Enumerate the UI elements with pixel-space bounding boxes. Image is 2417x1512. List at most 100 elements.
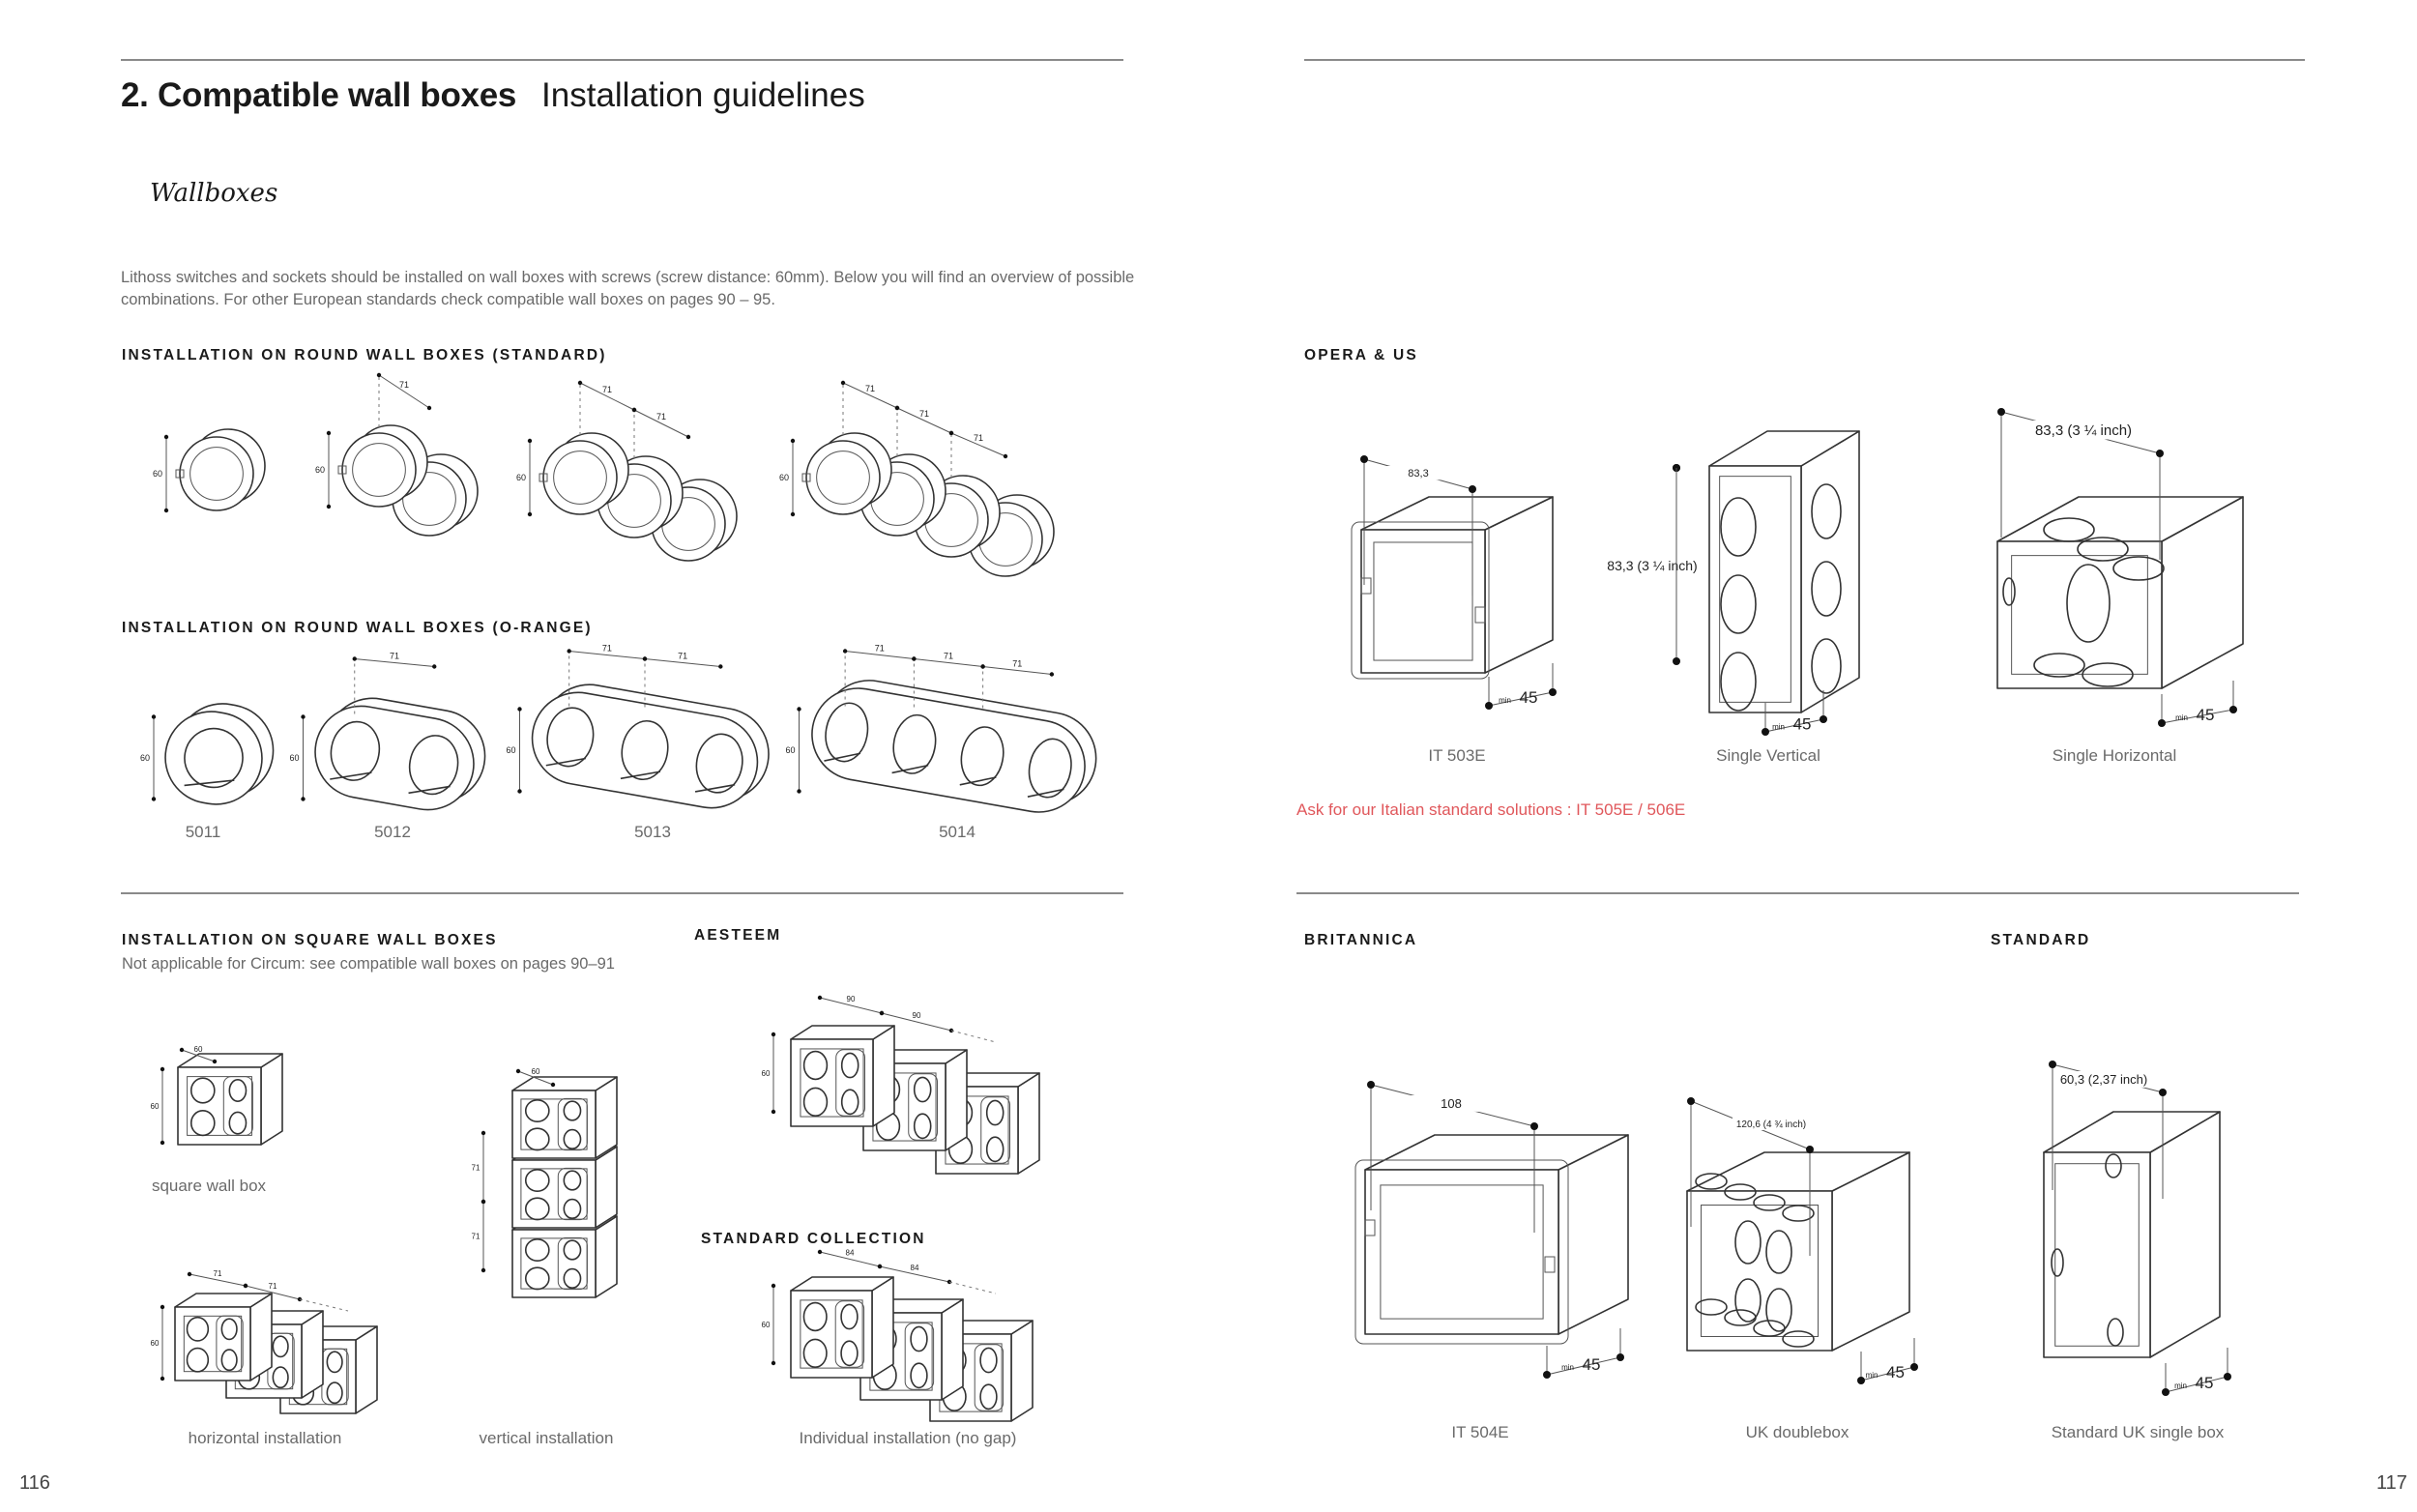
- dimension-dot: [797, 707, 801, 712]
- dimension-label: 60: [315, 465, 325, 475]
- dimension-line: [620, 771, 661, 780]
- orange-box-front: [314, 705, 475, 811]
- width-dimension-label: 83,3: [1408, 468, 1428, 480]
- dimension-line: [189, 1273, 247, 1287]
- dimension-dot: [879, 1010, 885, 1016]
- knockout-hole: [563, 1100, 582, 1121]
- dimension-dot: [163, 434, 169, 440]
- side-knockout: [557, 1097, 588, 1151]
- knockout-hole: [840, 1340, 859, 1367]
- inner-opening: [695, 733, 743, 794]
- heading-britannica: BRITANNICA: [1304, 932, 1418, 948]
- caption-horizontal-installation: horizontal installation: [188, 1429, 342, 1447]
- dimension-label: 71: [399, 380, 409, 390]
- dimension-dot: [1469, 485, 1476, 493]
- dimension-line: [354, 658, 435, 667]
- dimension-dot: [301, 714, 306, 719]
- dimension-label: 71: [390, 652, 399, 661]
- dimension-dot: [517, 707, 522, 712]
- dimension-label: 60: [140, 753, 150, 763]
- knockout-hole: [2105, 1153, 2122, 1178]
- dimension-line: [408, 785, 451, 795]
- dimension-label: 71: [602, 644, 612, 654]
- side-knockout: [904, 1323, 935, 1390]
- knockout-hole: [840, 1089, 859, 1116]
- box-side: [945, 1049, 968, 1151]
- knockout-hole: [1765, 1288, 1792, 1332]
- knockout-hole: [186, 1347, 210, 1373]
- width-dimension-label: 83,3 (3 ¼ inch): [1607, 558, 1697, 573]
- dimension-dot: [2162, 1388, 2169, 1396]
- dimension-line: [184, 779, 235, 787]
- screw-ear: [539, 473, 548, 482]
- dimension-dot: [527, 438, 533, 444]
- dimension-line: [1764, 718, 1824, 733]
- dimension-line: [842, 382, 898, 409]
- dimension-dot: [840, 380, 846, 386]
- knockout-hole: [840, 1052, 859, 1079]
- orange-box-front: [531, 691, 759, 809]
- knockout-hole: [802, 1050, 829, 1081]
- dimension-dot: [326, 430, 332, 436]
- caption-individual-installation: Individual installation (no gap): [799, 1429, 1017, 1447]
- knockout-hole: [913, 1076, 932, 1103]
- italian-standard-note: Ask for our Italian standard solutions :…: [1296, 800, 1686, 819]
- top-rule-right: [1304, 59, 2305, 61]
- caption-square-wall-box: square wall box: [151, 1177, 267, 1195]
- knockout-hole: [524, 1099, 550, 1123]
- dimension-dot: [515, 1068, 521, 1074]
- dimension-line: [579, 382, 635, 411]
- box-inner-edge: [187, 1076, 252, 1136]
- dimension-line: [517, 1070, 554, 1086]
- heading-round-orange: INSTALLATION ON ROUND WALL BOXES (O-RANG…: [122, 620, 593, 636]
- dimension-label: 90: [913, 1011, 921, 1020]
- dimension-dot: [517, 789, 522, 794]
- dimension-label: 60: [153, 469, 162, 479]
- side-knockout: [222, 1076, 253, 1136]
- box-inner-edge: [2054, 1163, 2140, 1347]
- dimension-line: [245, 1285, 301, 1300]
- dimension-dot: [1806, 1146, 1814, 1153]
- dimension-dot: [577, 380, 583, 386]
- dimension-dot: [642, 656, 648, 661]
- caption-it503e: IT 503E: [1428, 746, 1486, 765]
- mid-rule-right: [1296, 892, 2299, 894]
- knockout-hole: [1720, 574, 1757, 634]
- dimension-line: [1027, 788, 1064, 798]
- knockout-hole: [228, 1111, 248, 1135]
- dimension-dot: [212, 1059, 218, 1064]
- dimension-label: 84: [846, 1249, 855, 1258]
- dimension-dot: [160, 1066, 165, 1072]
- dimension-dot: [301, 797, 306, 801]
- knockout-hole: [524, 1238, 550, 1263]
- knockout-hole: [2112, 556, 2165, 581]
- knockout-hole: [563, 1267, 582, 1289]
- dimension-label: 60: [151, 1339, 160, 1348]
- knockout-hole: [2051, 1248, 2064, 1277]
- label-mask: [1376, 466, 1461, 480]
- dimension-dot: [1367, 1081, 1375, 1089]
- dimension-dot: [2156, 450, 2164, 457]
- side-knockout: [216, 1315, 244, 1373]
- side-knockout: [908, 1073, 938, 1141]
- dimension-dot: [2159, 1089, 2167, 1096]
- dimension-line: [644, 658, 721, 667]
- dimension-line: [330, 771, 372, 780]
- dimension-line: [948, 1281, 997, 1294]
- knockout-hole: [524, 1197, 550, 1221]
- knockout-hole: [1720, 497, 1757, 557]
- label-mask: [1401, 1095, 1501, 1112]
- dimension-label: 60: [506, 745, 515, 755]
- dimension-dot: [790, 438, 796, 444]
- knockout-hole: [272, 1366, 289, 1389]
- dimension-dot: [567, 649, 571, 654]
- knockout-hole: [563, 1128, 582, 1149]
- dimension-dot: [948, 430, 954, 436]
- caption-it504e: IT 504E: [1451, 1423, 1509, 1441]
- dimension-line: [819, 1251, 881, 1267]
